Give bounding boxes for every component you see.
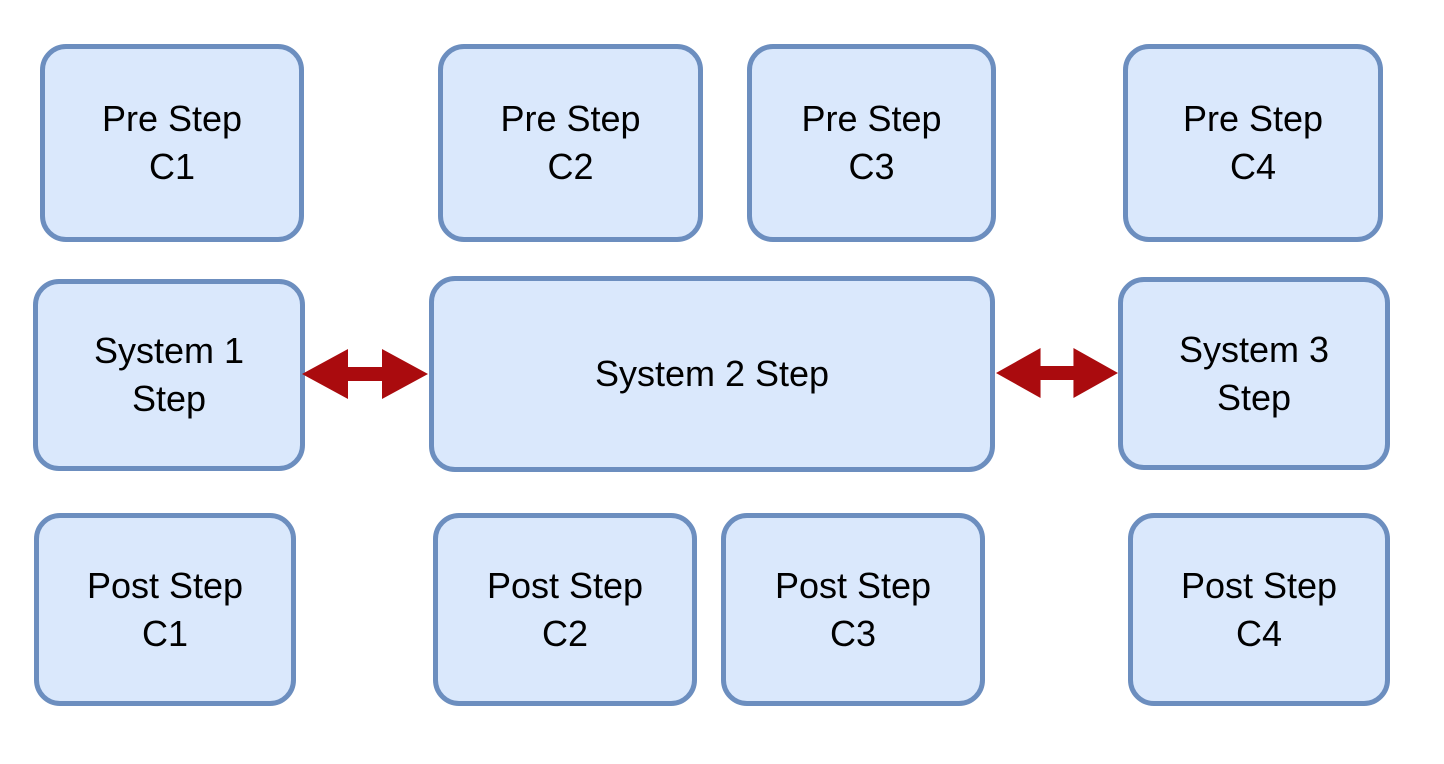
node-pre-step-c1: Pre Step C1 — [40, 44, 304, 242]
double-arrow-shape — [996, 348, 1118, 398]
node-system-2-step: System 2 Step — [429, 276, 995, 472]
node-pre-step-c2: Pre Step C2 — [438, 44, 703, 242]
node-post-step-c3: Post Step C3 — [721, 513, 985, 706]
double-arrow-shape — [302, 349, 428, 399]
node-system-3-step: System 3 Step — [1118, 277, 1390, 470]
node-post-step-c4: Post Step C4 — [1128, 513, 1390, 706]
node-pre-step-c4: Pre Step C4 — [1123, 44, 1383, 242]
double-arrow-icon-left — [302, 349, 428, 399]
node-system-1-step: System 1 Step — [33, 279, 305, 471]
node-post-step-c1: Post Step C1 — [34, 513, 296, 706]
double-arrow-icon-right — [996, 348, 1118, 398]
node-pre-step-c3: Pre Step C3 — [747, 44, 996, 242]
node-post-step-c2: Post Step C2 — [433, 513, 697, 706]
